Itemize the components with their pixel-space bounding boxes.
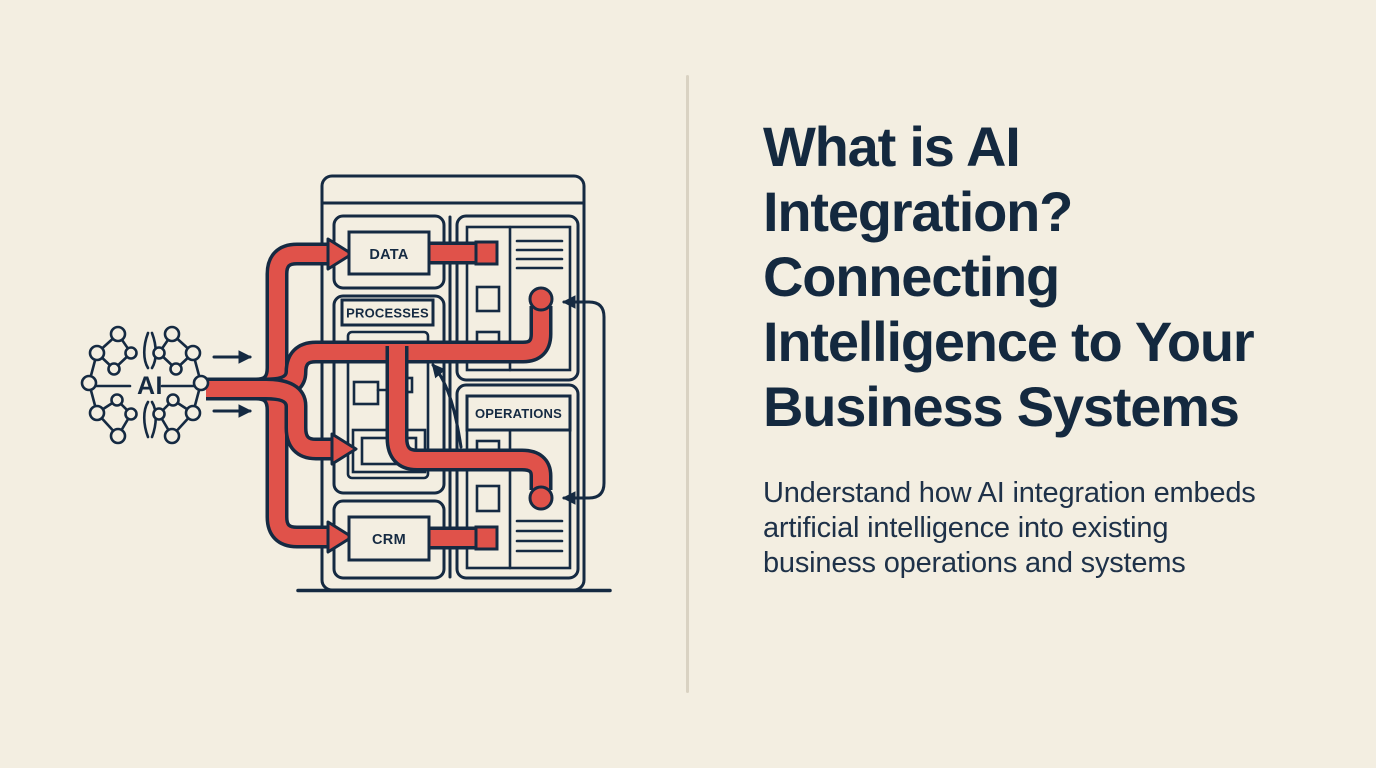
pipe-to-bottom-endpoint — [385, 344, 553, 490]
page-subtitle: Understand how AI integration embeds art… — [763, 477, 1256, 579]
bottom-endpoint-dot — [528, 485, 554, 511]
crm-connector-port — [474, 525, 499, 551]
data-connector-port — [474, 240, 499, 266]
vertical-divider — [686, 75, 689, 693]
ai-label: AI — [137, 372, 163, 400]
feedback-bracket-bottom — [561, 398, 606, 505]
operations-box — [465, 394, 572, 432]
pipe-to-data — [206, 237, 354, 401]
ai-integration-diagram: DATA PROCESSES OPERATIONS CRM — [80, 174, 612, 593]
processes-label: PROCESSES — [346, 306, 429, 321]
system-box-labels: DATA PROCESSES OPERATIONS CRM — [346, 247, 562, 548]
operations-label: OPERATIONS — [475, 406, 562, 421]
page-title: What is AI Integration? Connecting Intel… — [763, 115, 1255, 438]
pipe-arrowhead-crm — [326, 520, 354, 554]
feedback-bracket-top — [561, 295, 606, 402]
crm-box — [347, 515, 431, 562]
right-bottom-panel — [455, 383, 580, 580]
data-box — [347, 230, 431, 276]
feedback-curve-arrow — [431, 363, 463, 449]
text-column: What is AI Integration? Connecting Intel… — [763, 114, 1343, 439]
pipe-to-crm — [206, 377, 354, 554]
right-top-panel — [455, 214, 580, 382]
pipe-arrowhead-data — [326, 237, 354, 271]
ai-brain-icon: AI — [80, 325, 210, 445]
processes-panel — [332, 294, 446, 495]
data-label: DATA — [369, 247, 409, 263]
crm-label: CRM — [372, 532, 406, 548]
pipe-crm-connector — [428, 525, 499, 551]
pipe-to-processes — [206, 377, 358, 466]
flow-arrows — [212, 295, 606, 505]
top-endpoint-dot — [528, 286, 554, 312]
integration-pipes — [206, 237, 554, 554]
system-boxes — [340, 230, 572, 562]
window-frame — [320, 174, 586, 592]
processes-label-box — [340, 298, 435, 327]
pipe-data-connector — [428, 240, 499, 266]
pipe-arrowhead-processes — [330, 432, 358, 466]
